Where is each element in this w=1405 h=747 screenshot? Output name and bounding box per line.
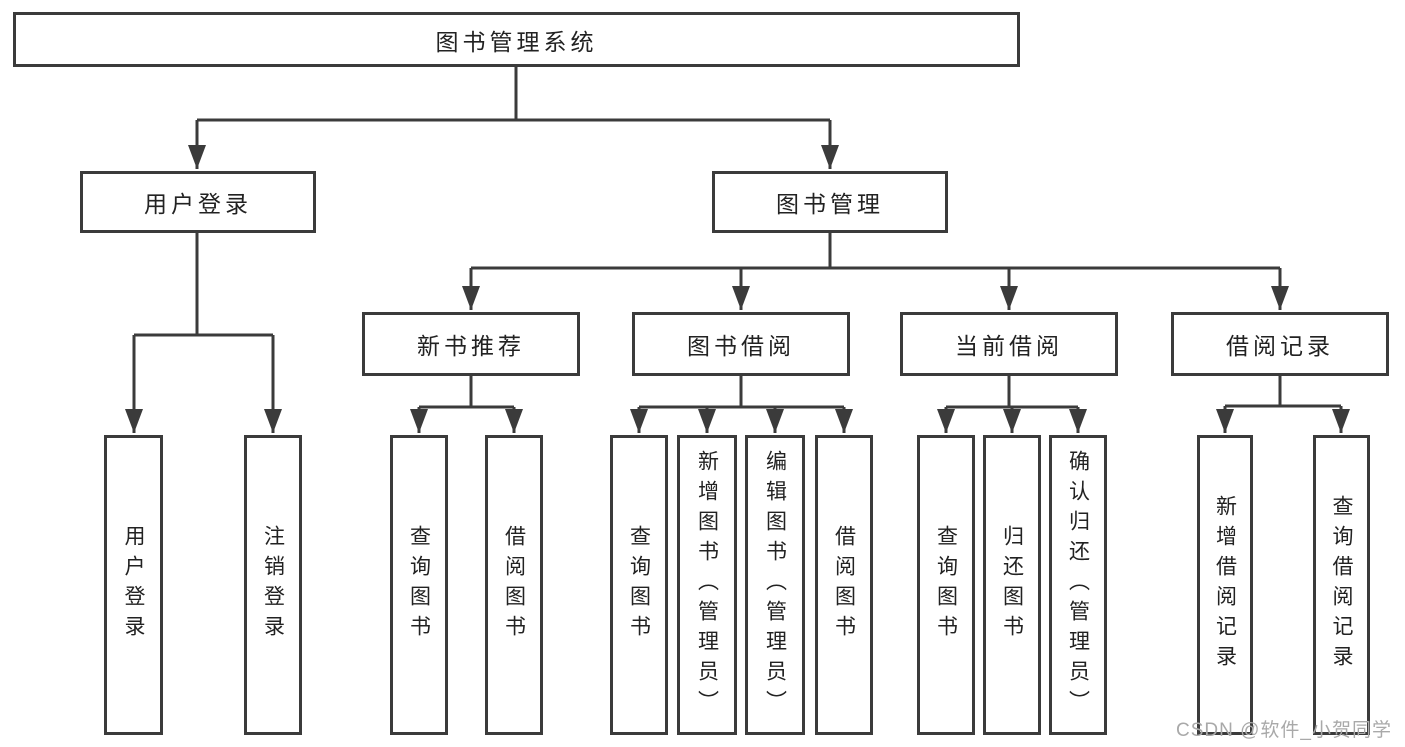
leaf-add-books-admin: 新增图书（管理员）	[677, 435, 737, 735]
leaf-label: 查询图书	[407, 525, 431, 645]
leaf-query-borrow-record: 查询借阅记录	[1313, 435, 1370, 735]
wire-newbook-stem	[419, 376, 514, 409]
leaf-label: 归还图书	[1000, 525, 1024, 645]
leaf-user-login: 用户登录	[104, 435, 163, 735]
node-label: 图书管理	[776, 191, 884, 217]
node-book-borrowing: 图书借阅	[632, 312, 850, 376]
wire-bookborrow-stem	[639, 376, 844, 409]
leaf-confirm-return-admin: 确认归还（管理员）	[1049, 435, 1107, 735]
node-library-management-system: 图书管理系统	[13, 12, 1020, 67]
leaf-label: 新增借阅记录	[1213, 495, 1237, 675]
wire-userlogin-stem	[134, 233, 273, 337]
node-label: 新书推荐	[417, 333, 525, 359]
leaf-edit-books-admin: 编辑图书（管理员）	[745, 435, 805, 735]
node-label: 当前借阅	[955, 333, 1063, 359]
leaf-borrow-query-books: 查询图书	[610, 435, 668, 735]
leaf-label: 查询图书	[627, 525, 651, 645]
leaf-label: 借阅图书	[502, 525, 526, 645]
leaf-add-borrow-record: 新增借阅记录	[1197, 435, 1253, 735]
node-label: 借阅记录	[1226, 333, 1334, 359]
leaf-return-books: 归还图书	[983, 435, 1041, 735]
csdn-watermark: CSDN @软件_小贺同学	[1176, 720, 1392, 741]
wire-currentborrow-stem	[946, 376, 1078, 409]
leaf-logout: 注销登录	[244, 435, 302, 735]
leaf-newbook-query-books: 查询图书	[390, 435, 448, 735]
leaf-label: 编辑图书（管理员）	[763, 450, 787, 720]
leaf-label: 用户登录	[122, 525, 145, 645]
node-label: 图书管理系统	[435, 28, 598, 55]
node-book-management: 图书管理	[712, 171, 948, 233]
leaf-label: 借阅图书	[832, 525, 856, 645]
node-new-book-recommend: 新书推荐	[362, 312, 580, 376]
node-borrowing-records: 借阅记录	[1171, 312, 1389, 376]
wire-borrowrecord-stem	[1225, 376, 1341, 408]
wire-root-stem	[197, 67, 830, 122]
leaf-label: 新增图书（管理员）	[695, 450, 719, 720]
node-current-borrowing: 当前借阅	[900, 312, 1118, 376]
node-label: 图书借阅	[687, 333, 795, 359]
wire-bookmgmt-stem	[471, 233, 1280, 270]
leaf-label: 注销登录	[261, 525, 285, 645]
node-user-login: 用户登录	[80, 171, 316, 233]
leaf-label: 查询借阅记录	[1330, 495, 1353, 675]
leaf-current-query-books: 查询图书	[917, 435, 975, 735]
node-label: 用户登录	[144, 191, 252, 217]
leaf-label: 查询图书	[934, 525, 958, 645]
leaf-newbook-borrow-books: 借阅图书	[485, 435, 543, 735]
leaf-label: 确认归还（管理员）	[1066, 450, 1090, 720]
leaf-borrow-books: 借阅图书	[815, 435, 873, 735]
